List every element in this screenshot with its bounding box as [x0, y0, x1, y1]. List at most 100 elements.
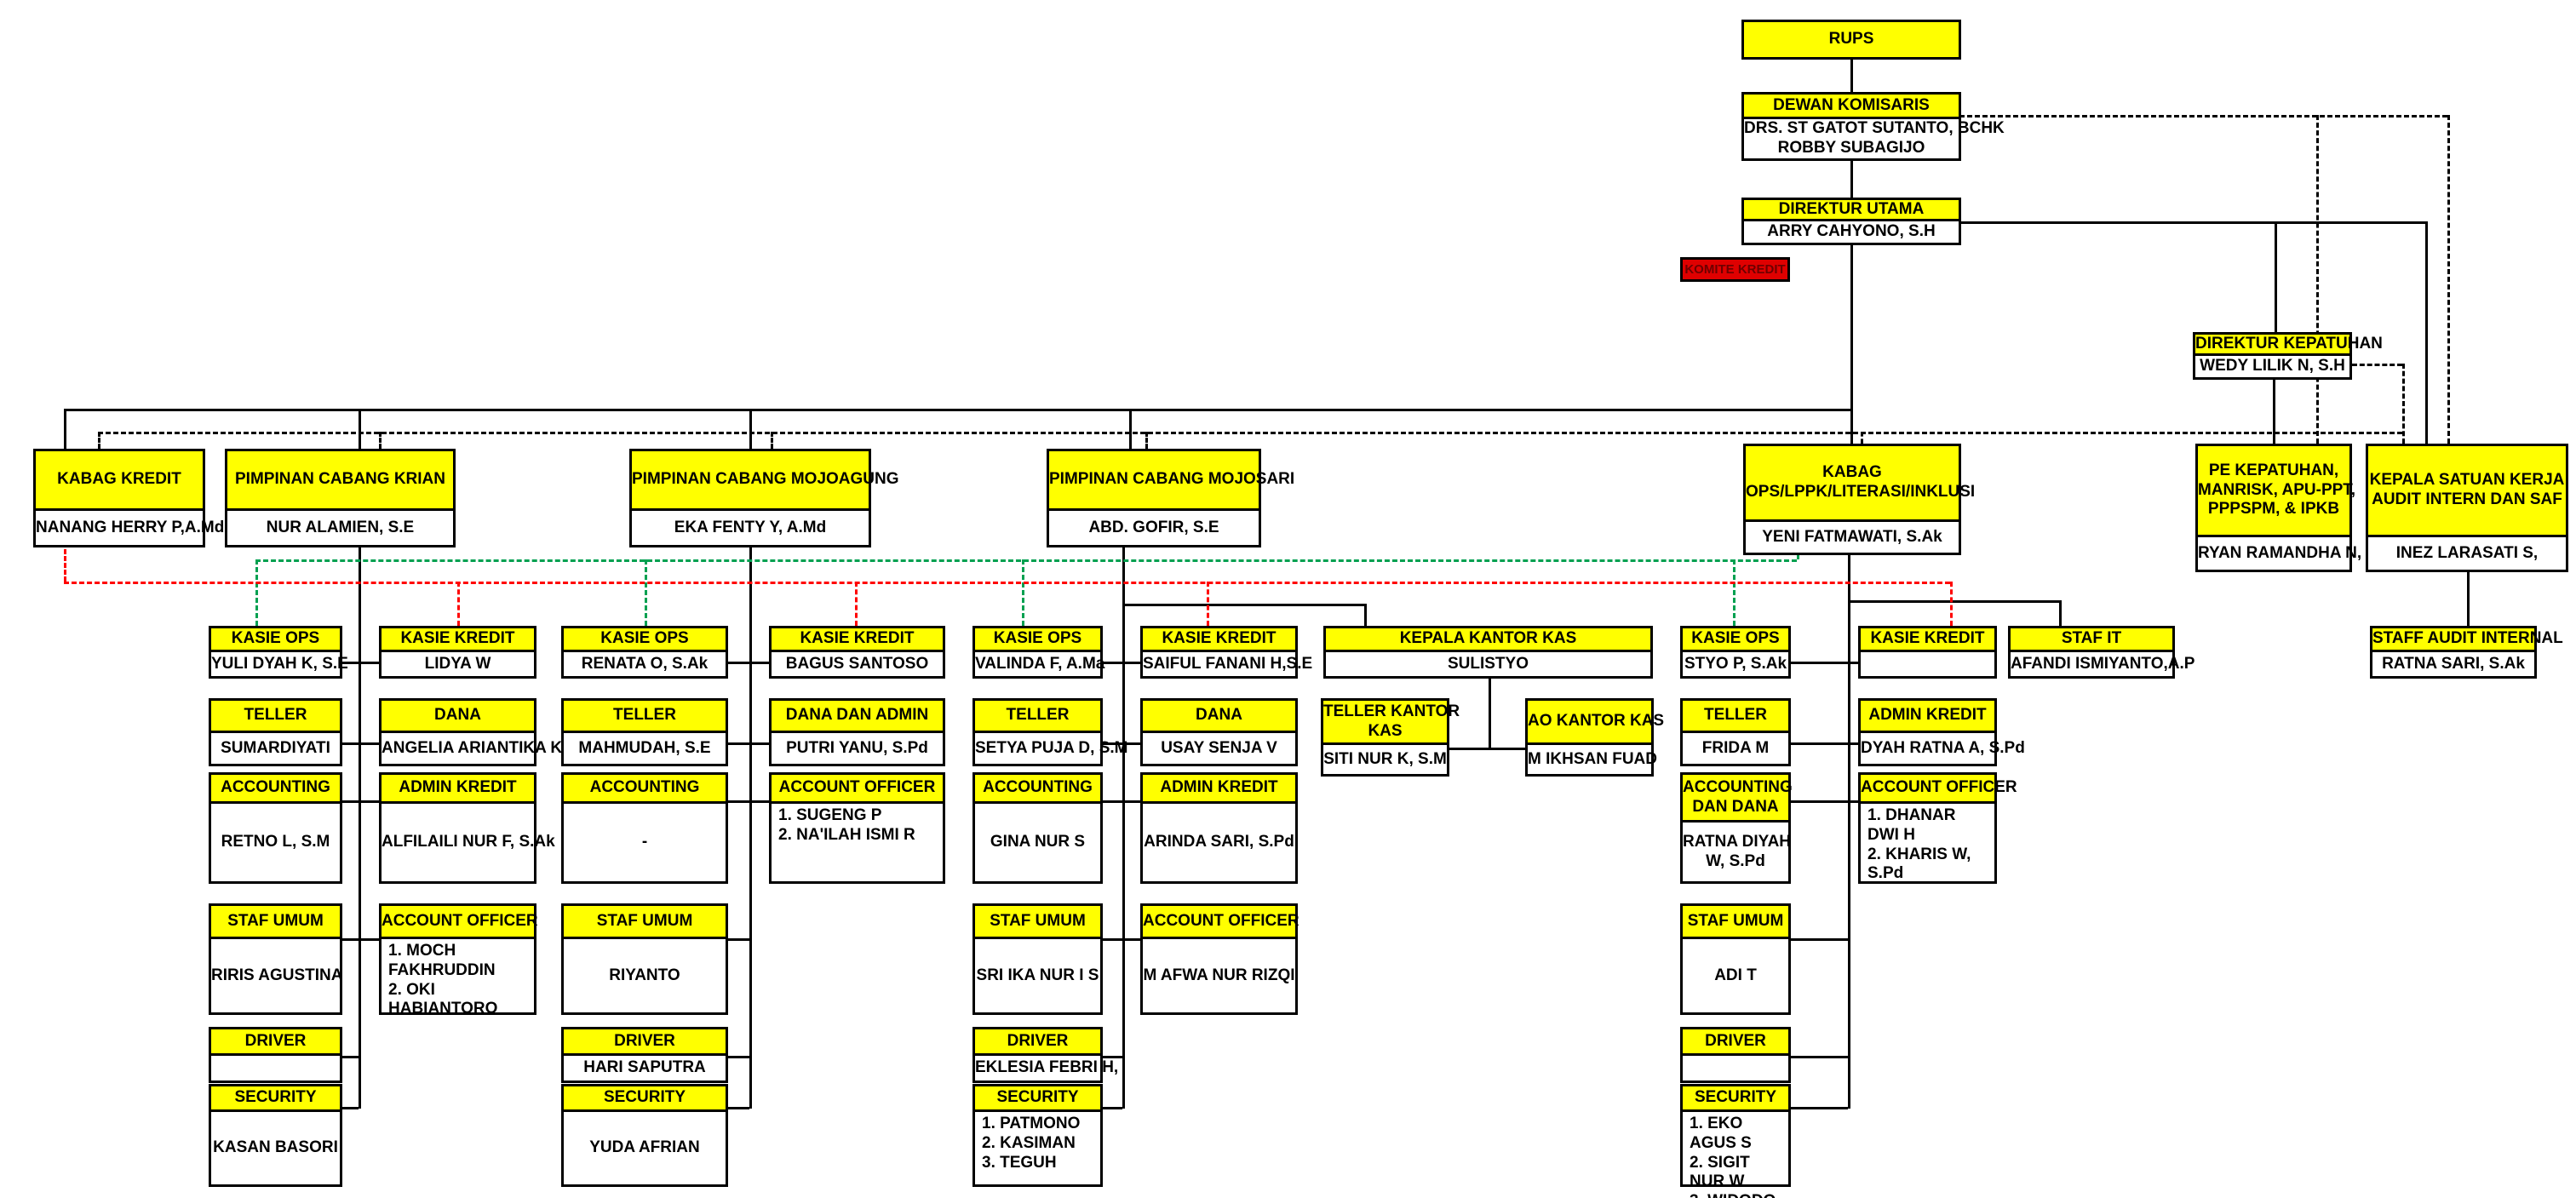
- person-name: NUR ALAMIEN, S.E: [227, 511, 453, 545]
- role-title: KASIE OPS: [1683, 628, 1788, 652]
- connector-dashed-line: [98, 432, 2402, 434]
- connector-dashed-line: [255, 559, 1797, 562]
- role-title: ACCOUNT OFFICER: [1143, 906, 1299, 939]
- connector-solid-line: [2275, 221, 2277, 332]
- role-title: ACCOUNTING: [211, 775, 340, 804]
- connector-dashed-line: [64, 542, 66, 582]
- connector-solid-line: [342, 662, 379, 664]
- role-title: ADMIN KREDIT: [382, 775, 534, 804]
- person-name: HARI SAPUTRA: [564, 1056, 726, 1080]
- person-name: YENI FATMAWATI, S.Ak: [1746, 522, 1959, 553]
- role-title: DIREKTUR KEPATUHAN: [2195, 335, 2383, 356]
- connector-dashed-line: [98, 432, 100, 449]
- person-name: BAGUS SANTOSO: [772, 652, 943, 676]
- connector-dashed-line: [1861, 432, 1863, 444]
- connector-dashed-line: [1022, 559, 1024, 626]
- connector-solid-line: [749, 409, 752, 449]
- role-title: STAF IT: [2011, 628, 2172, 652]
- person-name: SUMARDIYATI: [211, 733, 340, 764]
- person-name: ARRY CAHYONO, S.H: [1744, 221, 1959, 243]
- connector-solid-line: [359, 409, 361, 449]
- person-name: GINA NUR S: [975, 804, 1100, 881]
- person-name: VALINDA F, A.Ma: [975, 652, 1104, 676]
- connector-solid-line: [728, 1107, 749, 1109]
- role-title: DRIVER: [211, 1029, 340, 1056]
- org-node-driver-kabag: DRIVER: [1680, 1027, 1791, 1083]
- connector-solid-line: [1791, 742, 1858, 745]
- role-title: PIMPINAN CABANG KRIAN: [227, 451, 453, 511]
- org-node-driver-krian: DRIVER: [209, 1027, 342, 1083]
- person-name: FRIDA M: [1683, 733, 1788, 764]
- role-title: ACCOUNT OFFICER: [382, 906, 538, 939]
- person-name: DYAH RATNA A, S.Pd: [1861, 733, 2025, 764]
- role-title: PIMPINAN CABANG MOJOAGUNG: [632, 451, 899, 511]
- role-title: PE KEPATUHAN,MANRISK, APU-PPT,PPPSPM, & …: [2198, 446, 2355, 537]
- org-node-rups: RUPS: [1741, 20, 1961, 60]
- role-title: ACCOUNTING: [975, 775, 1100, 804]
- connector-dashed-line: [1207, 582, 1209, 626]
- person-name: RIYANTO: [564, 939, 726, 1012]
- org-node-komite-kredit: KOMITE KREDIT: [1680, 257, 1790, 282]
- connector-solid-line: [342, 742, 379, 745]
- connector-solid-line: [1850, 240, 1853, 444]
- person-name: ALFILAILI NUR F, S.Ak: [382, 804, 555, 881]
- person-name: SITI NUR K, S.M: [1323, 745, 1447, 774]
- person-name: PUTRI YANU, S.Pd: [772, 733, 943, 764]
- person-name: [1861, 652, 1994, 676]
- connector-solid-line: [342, 1056, 359, 1058]
- person-name: ABD. GOFIR, S.E: [1049, 511, 1259, 545]
- person-name: AFANDI ISMIYANTO,A.P: [2011, 652, 2194, 676]
- role-title: SECURITY: [564, 1086, 726, 1112]
- role-title: KASIE OPS: [564, 628, 726, 652]
- connector-solid-line: [1449, 748, 1525, 750]
- connector-solid-line: [1791, 1056, 1848, 1058]
- person-name: USAY SENJA V: [1143, 733, 1295, 764]
- role-title: ADMIN KREDIT: [1143, 775, 1295, 804]
- connector-dashed-line: [1145, 432, 1148, 449]
- role-title: KEPALA KANTOR KAS: [1326, 628, 1650, 652]
- connector-solid-line: [1103, 1107, 1122, 1109]
- connector-solid-line: [749, 542, 752, 1109]
- connector-solid-line: [1791, 938, 1848, 941]
- connector-solid-line: [1850, 156, 1853, 198]
- connector-dashed-line: [1733, 559, 1736, 626]
- role-title: DANA: [1143, 701, 1295, 733]
- connector-solid-line: [1103, 938, 1140, 941]
- role-title: KOMITE KREDIT: [1683, 260, 1787, 279]
- connector-dashed-line: [771, 432, 773, 449]
- connector-solid-line: [1122, 542, 1125, 1109]
- connector-solid-line: [64, 409, 1852, 411]
- person-name: KASAN BASORI: [211, 1112, 340, 1184]
- person-name: [1683, 1056, 1788, 1080]
- person-name: EKA FENTY Y, A.Md: [632, 511, 869, 545]
- role-title: DIREKTUR UTAMA: [1744, 200, 1959, 221]
- connector-dashed-line: [64, 582, 1950, 584]
- role-title: DRIVER: [564, 1029, 726, 1056]
- person-name: MAHMUDAH, S.E: [564, 733, 726, 764]
- role-title: KASIE KREDIT: [772, 628, 943, 652]
- role-title: STAFF AUDIT INTERNAL: [2372, 628, 2563, 652]
- connector-solid-line: [1791, 662, 1858, 664]
